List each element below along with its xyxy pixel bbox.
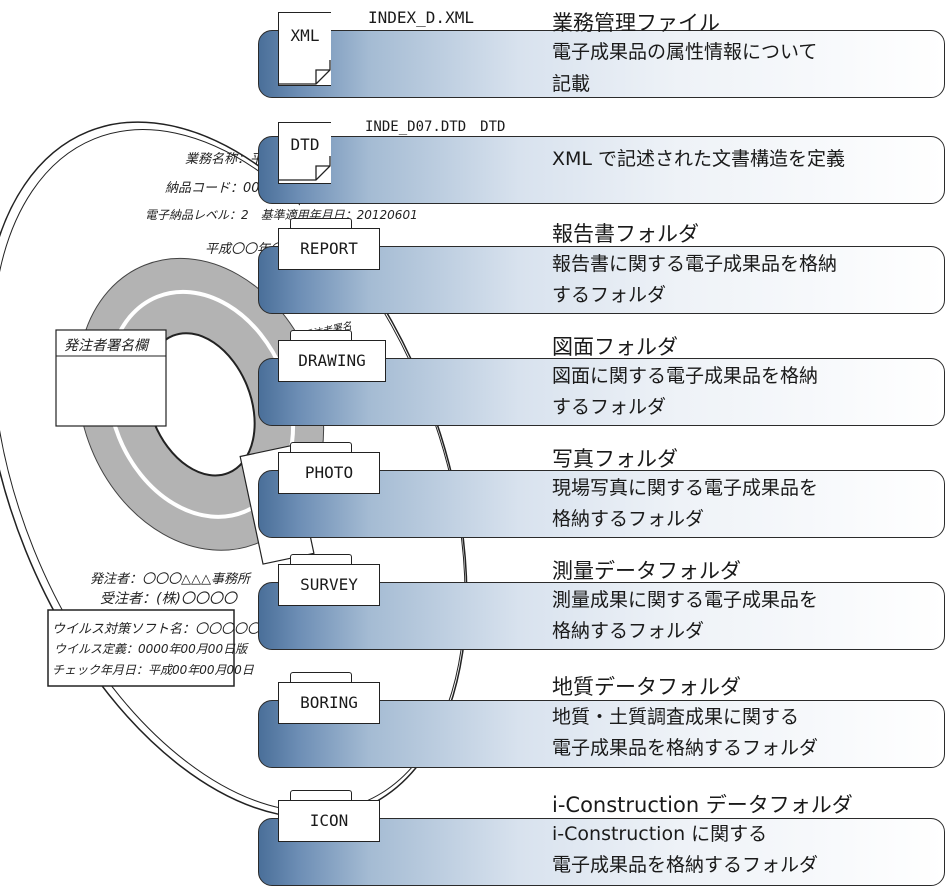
folder-label-photo: PHOTO	[304, 463, 354, 482]
folder-icon-survey: SURVEY	[278, 564, 380, 606]
desc-icon-line1: i-Construction に関する	[552, 823, 768, 845]
desc-report-line2: するフォルダ	[552, 284, 667, 306]
folder-icon-drawing: DRAWING	[278, 340, 386, 382]
desc-report-line1: 報告書に関する電子成果品を格納	[552, 253, 838, 275]
folder-label-survey: SURVEY	[300, 575, 358, 594]
heading-drawing-folder: 図面フォルダ	[552, 335, 678, 359]
folder-tab-icon	[290, 790, 352, 801]
doc-icon-dtd-label: DTD	[290, 135, 320, 154]
heading-photo-folder: 写真フォルダ	[552, 447, 678, 471]
doc-fold-icon	[278, 60, 331, 85]
desc-survey-line2: 格納するフォルダ	[552, 620, 705, 642]
band-dtd	[258, 136, 945, 204]
disc-orderer: 発注者：〇〇〇△△△事務所	[90, 572, 250, 587]
heading-report-folder: 報告書フォルダ	[552, 222, 699, 246]
desc-survey-line1: 測量成果に関する電子成果品を	[552, 589, 819, 611]
disc-virus-definition: ウイルス定義：0000年00月00日版	[54, 642, 248, 656]
folder-tab-drawing	[290, 330, 352, 341]
disc-virus-software: ウイルス対策ソフト名：〇〇〇〇〇	[52, 622, 261, 637]
doc-fold-icon-dtd	[278, 156, 331, 181]
desc-photo-line2: 格納するフォルダ	[552, 508, 705, 530]
orderer-signature-box	[55, 329, 167, 427]
desc-xml-line1: 電子成果品の属性情報について	[552, 41, 818, 63]
desc-photo-line1: 現場写真に関する電子成果品を	[552, 477, 819, 499]
folder-icon-boring: BORING	[278, 682, 380, 724]
desc-xml-line2: 記載	[552, 73, 591, 95]
folder-icon-photo: PHOTO	[278, 452, 380, 494]
desc-boring-line2: 電子成果品を格納するフォルダ	[552, 737, 819, 759]
filename-index-xml: INDEX_D.XML	[368, 8, 474, 27]
folder-tab-photo	[290, 442, 352, 453]
desc-boring-line1: 地質・土質調査成果に関する	[552, 706, 800, 728]
heading-icon-folder: i-Construction データフォルダ	[552, 793, 853, 817]
folder-tab-survey	[290, 554, 352, 565]
desc-dtd-line1: XML で記述された文書構造を定義	[552, 148, 846, 170]
folder-tab-report	[290, 218, 352, 229]
heading-survey-folder: 測量データフォルダ	[552, 559, 741, 583]
disc-delivery-code: 納品コード：00000	[165, 181, 285, 196]
desc-drawing-line2: するフォルダ	[552, 396, 667, 418]
doc-icon-xml: XML	[278, 12, 331, 86]
filename-dtd: INDE_D07.DTD DTD	[365, 119, 506, 135]
folder-label-icon: ICON	[309, 811, 349, 830]
doc-icon-xml-label: XML	[290, 26, 320, 45]
disc-check-date: チェック年月日：平成00年00月00日	[52, 663, 254, 677]
disc-level-date: 電子納品レベル：2 基準適用年月日：20120601	[145, 208, 418, 222]
folder-icon-report: REPORT	[278, 228, 380, 270]
heading-boring-folder: 地質データフォルダ	[552, 675, 741, 699]
folder-label-boring: BORING	[300, 693, 358, 712]
desc-icon-line2: 電子成果品を格納するフォルダ	[552, 854, 819, 876]
disc-orderer-signature-label: 発注者署名欄	[64, 338, 148, 354]
disc-contractor: 受注者：(株)〇〇〇〇	[100, 591, 237, 607]
folder-label-report: REPORT	[300, 239, 358, 258]
band-xml	[258, 30, 945, 98]
heading-management-file: 業務管理ファイル	[552, 11, 720, 35]
virus-info-box	[47, 609, 235, 687]
folder-icon-icon: ICON	[278, 800, 380, 842]
desc-drawing-line1: 図面に関する電子成果品を格納	[552, 365, 819, 387]
folder-tab-boring	[290, 672, 352, 683]
folder-label-drawing: DRAWING	[298, 351, 366, 370]
